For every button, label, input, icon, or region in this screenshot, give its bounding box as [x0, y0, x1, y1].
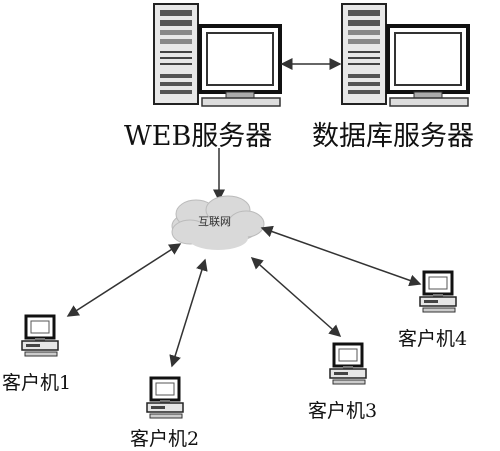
client4-label: 客户机4 — [398, 328, 468, 350]
database-server-label: 数据库服务器 — [312, 121, 474, 152]
client3-link-arrow — [250, 257, 342, 337]
internet-label: 互联网 — [198, 215, 231, 228]
internet-cloud-icon — [171, 195, 265, 250]
client3-computer-icon — [328, 342, 368, 386]
web-server-label: WEB服务器 — [124, 121, 273, 152]
client2-link-arrow — [169, 258, 208, 368]
client1-link-arrow — [66, 243, 182, 317]
client3-label: 客户机3 — [308, 400, 378, 422]
client2-label: 客户机2 — [130, 428, 200, 450]
client1-computer-icon — [20, 314, 60, 358]
client2-computer-icon — [145, 376, 185, 420]
client4-computer-icon — [418, 270, 458, 314]
client4-link-arrow — [260, 225, 422, 287]
database-server-icon — [340, 2, 470, 108]
web-server-icon — [152, 2, 282, 108]
client1-label: 客户机1 — [2, 372, 72, 394]
